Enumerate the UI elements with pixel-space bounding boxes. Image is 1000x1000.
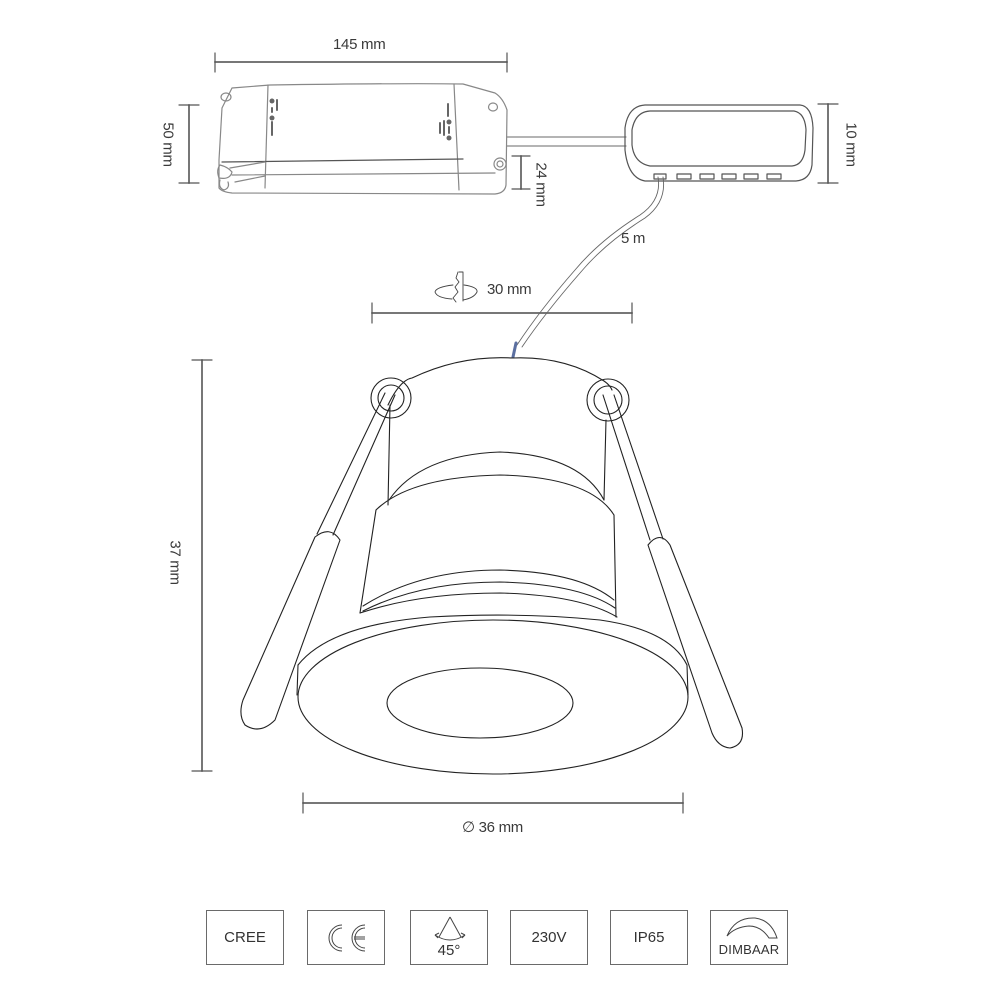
badge-ce (307, 910, 385, 965)
driver-terminal-marks (269, 98, 452, 141)
drill-cutout-icon (434, 271, 478, 303)
badge-cree-label: CREE (224, 929, 266, 946)
junction-box-connectors (653, 173, 782, 180)
badge-ip-rating: IP65 (610, 910, 688, 965)
driver-depth-label: 24 mm (532, 162, 550, 207)
badge-cree: CREE (206, 910, 284, 965)
fixture-diameter-label: ∅ 36 mm (462, 819, 523, 836)
downlight-fixture (240, 357, 744, 775)
badge-dimmable: DIMBAAR (710, 910, 788, 965)
driver-unit (217, 83, 508, 195)
badge-beam-angle: 45° (410, 910, 488, 965)
dimmer-arc-icon (726, 917, 778, 939)
junction-box-height-label: 10 mm (842, 122, 860, 167)
driver-cable (506, 136, 627, 147)
driver-width-label: 145 mm (333, 36, 386, 53)
junction-box (624, 104, 814, 182)
cutout-diameter-label: 30 mm (487, 281, 532, 298)
badge-voltage-label: 230V (531, 929, 567, 946)
badge-ip-rating-label: IP65 (633, 929, 665, 946)
driver-height-label: 50 mm (159, 122, 177, 167)
fixture-height-label: 37 mm (166, 540, 184, 585)
beam-angle-icon (434, 916, 466, 941)
fixture-cable (511, 176, 665, 359)
cable-length-label: 5 m (621, 230, 646, 247)
badge-voltage: 230V (510, 910, 588, 965)
ce-mark-icon (328, 924, 366, 951)
badge-beam-angle-label: 45° (437, 942, 461, 959)
dimension-lines (178, 52, 839, 814)
badge-dimmable-label: DIMBAAR (718, 942, 780, 957)
